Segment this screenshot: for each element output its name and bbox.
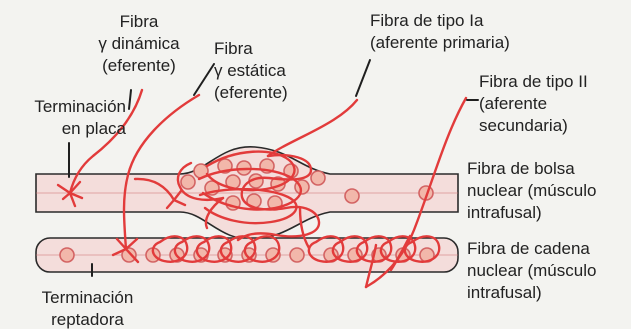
plate-ending-label: Terminación en placa (0, 96, 126, 140)
trail-ending-label: Terminación reptadora (20, 287, 155, 329)
nuclear-bag-fiber-label: Fibra de bolsa nuclear (músculo intrafus… (467, 158, 627, 224)
type-ia-fiber-label: Fibra de tipo Ia (aferente primaria) (370, 10, 560, 54)
type-ii-fiber-label: Fibra de tipo II (aferente secundaria) (479, 71, 624, 137)
nuclear-chain-fiber-label: Fibra de cadena nuclear (músculo intrafu… (467, 238, 627, 304)
gamma-dynamic-fiber-label: Fibra γ dinámica (eferente) (84, 11, 194, 77)
gamma-static-fiber-label: Fibra γ estática (eferente) (214, 38, 339, 104)
nuclear-bag-fiber (36, 147, 458, 239)
